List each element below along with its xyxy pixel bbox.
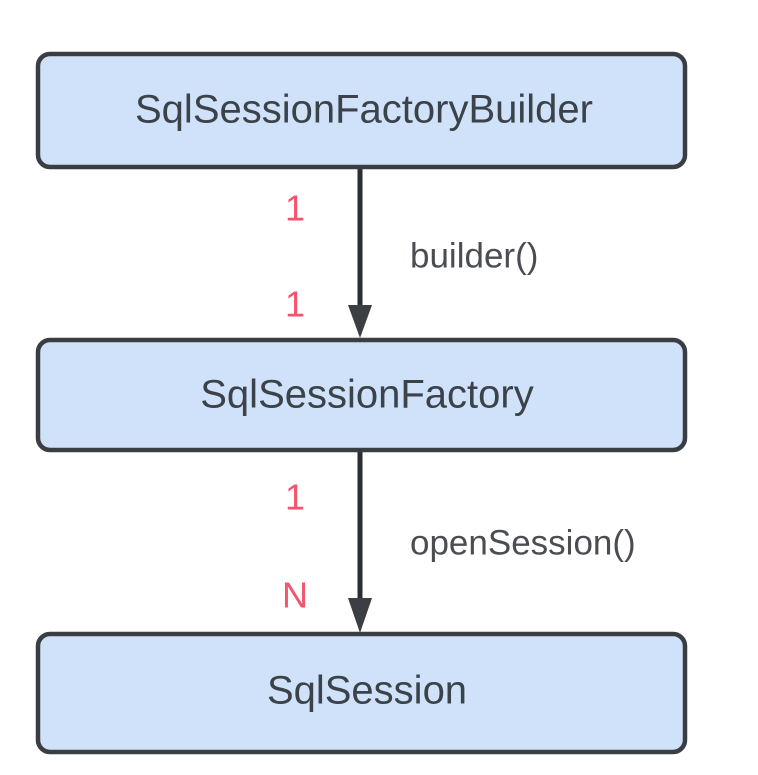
sql-session-factory-builder-box — [35, 51, 688, 170]
node-sql-session-factory[interactable]: SqlSessionFactory — [35, 337, 688, 453]
open-session-edge-target-multiplicity: N — [282, 575, 308, 616]
builder-edge-source-multiplicity: 1 — [285, 188, 305, 229]
open-session-edge-label: openSession() — [410, 523, 636, 562]
builder-edge-arrowhead — [348, 305, 372, 338]
sql-session-factory-label: SqlSessionFactory — [200, 373, 533, 417]
sql-session-label: SqlSession — [267, 669, 467, 713]
sql-session-box — [35, 631, 688, 755]
node-sql-session[interactable]: SqlSession — [35, 631, 688, 755]
edge-builder[interactable]: builder() 1 1 — [285, 166, 538, 338]
open-session-edge-source-multiplicity: 1 — [285, 477, 305, 518]
sql-session-factory-builder-label: SqlSessionFactoryBuilder — [135, 88, 593, 132]
edge-open-session[interactable]: openSession() 1 N — [282, 450, 636, 633]
open-session-edge-arrowhead — [348, 598, 372, 633]
sql-session-factory-box — [35, 337, 688, 453]
node-sql-session-factory-builder[interactable]: SqlSessionFactoryBuilder — [35, 51, 688, 170]
builder-edge-label: builder() — [410, 236, 538, 275]
builder-edge-target-multiplicity: 1 — [285, 284, 305, 325]
